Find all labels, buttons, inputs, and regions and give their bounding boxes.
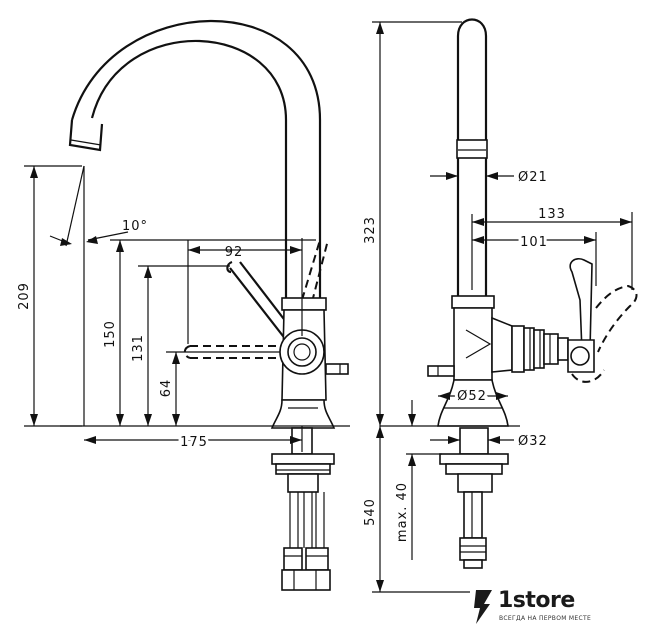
dim-323-label: 323 <box>363 216 378 244</box>
dim-150-label: 150 <box>103 320 118 348</box>
brand-name: 1store <box>498 588 575 613</box>
dim-540-label: 540 <box>363 498 378 526</box>
side-view-labels: 323 Ø21 133 101 Ø52 Ø32 540 max. 40 <box>363 170 566 542</box>
dim-d21-label: Ø21 <box>518 170 548 185</box>
front-view-dimensions <box>24 165 316 452</box>
dim-209-label: 209 <box>17 282 32 310</box>
front-view-faucet <box>60 19 350 591</box>
dim-92-label: 92 <box>225 245 244 260</box>
side-view-faucet <box>380 18 638 569</box>
dim-101-label: 101 <box>520 235 548 250</box>
dim-175-label: 175 <box>180 435 208 450</box>
front-view-labels: 209 10° 92 150 131 64 175 <box>17 219 244 453</box>
dim-max40-label: max. 40 <box>395 482 410 542</box>
side-view-dimensions <box>372 21 633 593</box>
dim-133-label: 133 <box>538 207 566 222</box>
dim-d52-label: Ø52 <box>457 389 487 404</box>
dim-angle-label: 10° <box>122 219 148 234</box>
dim-d32-label: Ø32 <box>518 434 548 449</box>
dim-64-label: 64 <box>159 379 174 398</box>
brand-tagline: ВСЕГДА НА ПЕРВОМ МЕСТЕ <box>499 615 592 622</box>
brand-logo-icon <box>474 590 492 624</box>
dim-131-label: 131 <box>131 334 146 362</box>
